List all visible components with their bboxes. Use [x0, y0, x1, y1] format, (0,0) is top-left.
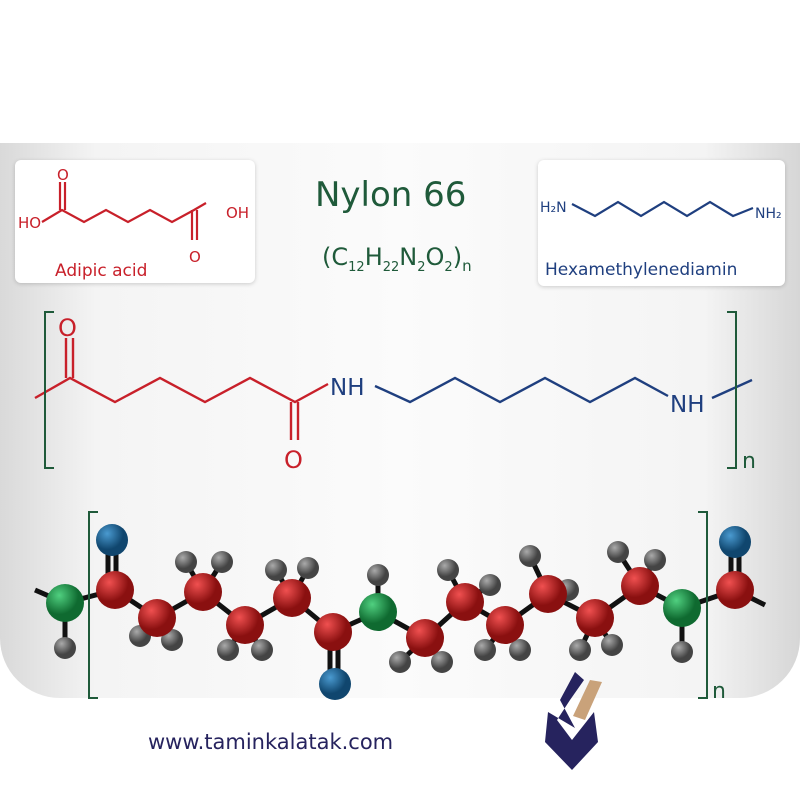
adipic-acid-card [15, 160, 255, 283]
polymer-o-top: O [58, 314, 77, 342]
molecular-formula: (C12H22N2O2)n [322, 243, 472, 275]
amine-left-group: H₂N [540, 200, 567, 216]
amine-right-group: NH₂ [755, 206, 782, 222]
carbon-atoms [96, 567, 754, 657]
oxygen-atoms [96, 524, 751, 700]
polymer-o-bottom: O [284, 446, 303, 474]
hexamethylenediamine-label: Hexamethylenediamin [545, 260, 737, 280]
ball-stick-repeat-n: n [712, 679, 726, 704]
left-bracket [88, 511, 98, 699]
polymer-repeat-n: n [742, 449, 756, 474]
company-logo [545, 672, 602, 770]
polymer-nh-1: NH [330, 375, 365, 401]
adipic-acid-structure [41, 182, 207, 240]
title: Nylon 66 [315, 175, 466, 215]
adipic-o-top: O [57, 166, 69, 184]
adipic-ho-label: HO [18, 214, 41, 232]
hydrogen-atoms [54, 541, 693, 673]
hexamethylenediamine-structure [571, 200, 754, 218]
polymer-nh-2: NH [670, 392, 705, 418]
right-bracket [698, 511, 708, 699]
adipic-oh-label: OH [226, 204, 249, 222]
website-url: www.taminkalatak.com [148, 730, 394, 754]
nitrogen-atoms [46, 584, 701, 631]
adipic-o-bottom: O [189, 248, 201, 266]
ball-and-stick-model: n [34, 511, 767, 704]
hexamethylenediamine-card [538, 160, 785, 286]
polymer-skeletal-structure [34, 311, 753, 469]
adipic-acid-label: Adipic acid [55, 261, 147, 281]
